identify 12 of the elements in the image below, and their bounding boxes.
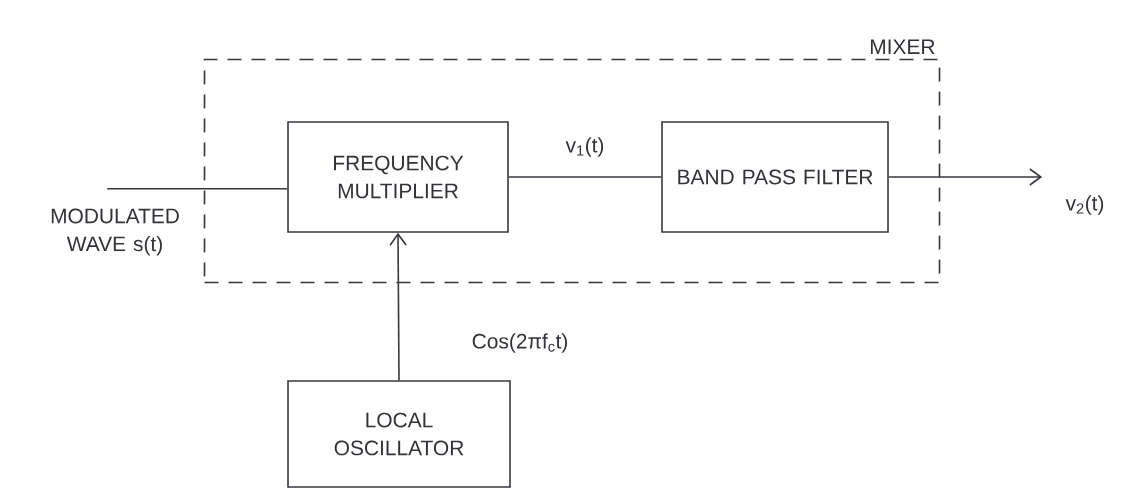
- connector-line: [508, 176, 662, 178]
- block-box: BAND PASS FILTER: [661, 121, 889, 233]
- block-box: FREQUENCY MULTIPLIER: [287, 121, 509, 233]
- arrow: [389, 232, 407, 381]
- signal-label: MODULATED WAVE s(t): [51, 208, 179, 256]
- edge-label: v$_{1}$(t): [563, 135, 607, 159]
- arrow: [888, 168, 1043, 186]
- connector-line: [106, 188, 288, 190]
- edge-label: Cos(2πf$_{c}$t): [469, 331, 571, 355]
- node-label: MIXER: [870, 39, 935, 54]
- block-box: LOCAL OSCILLATOR: [287, 380, 511, 488]
- signal-label: v$_{2}$(t): [1065, 195, 1104, 215]
